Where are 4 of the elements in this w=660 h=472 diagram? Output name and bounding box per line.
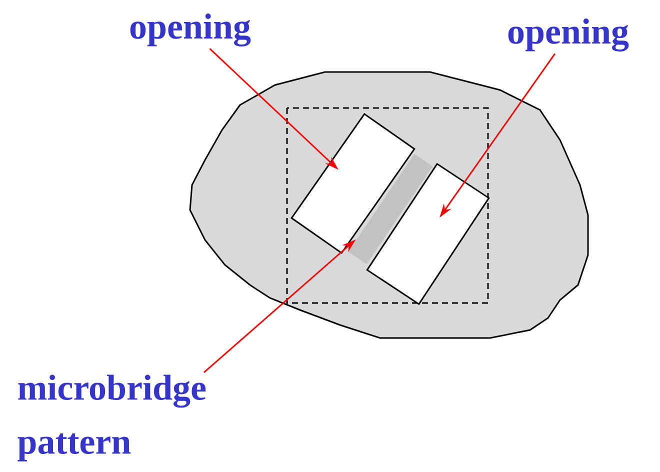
label-text: opening (130, 14, 251, 46)
microbridge-strip (348, 154, 433, 264)
label-text: opening (508, 18, 629, 52)
label-text: microbridge pattern (18, 374, 206, 462)
